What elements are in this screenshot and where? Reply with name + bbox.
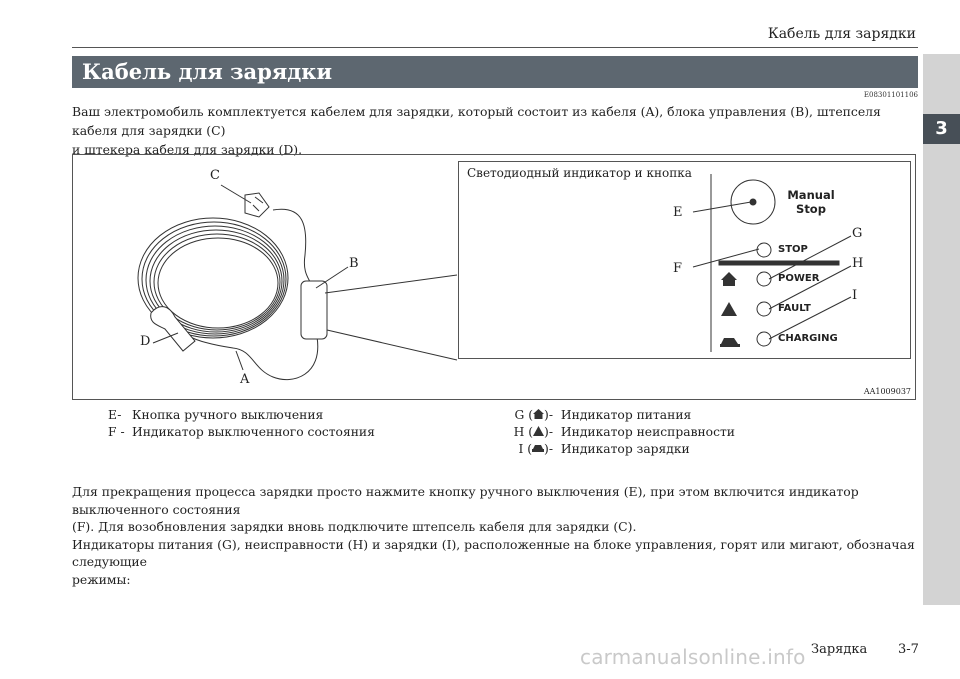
stop-led (756, 242, 772, 258)
warning-icon (721, 302, 737, 316)
intro-line: и штекера кабеля для зарядки (D). (72, 142, 303, 157)
control-box (300, 280, 328, 340)
legend-left: E-Кнопка ручного выключения F -Индикатор… (108, 407, 375, 441)
legend-item: G ()- Индикатор питания (514, 408, 692, 422)
cable-coil (157, 237, 279, 329)
page-number: 3-7 (898, 642, 919, 657)
callout-d: D (140, 334, 151, 349)
figure-code: AA1009037 (863, 387, 911, 396)
power-label: POWER (778, 273, 820, 284)
legend-item: H ()- Индикатор неисправности (513, 425, 735, 439)
callout-h: H (852, 256, 864, 271)
cable-coil (153, 233, 281, 331)
legend-item: E-Кнопка ручного выключения (108, 408, 324, 422)
panel-title: Светодиодный индикатор и кнопка (467, 166, 692, 180)
charging-cable-figure: C B D A Светодиодный индикатор и кнопка (72, 154, 916, 400)
fault-label: FAULT (778, 303, 811, 314)
cable-coil (149, 229, 283, 333)
indicator-panel: Светодиодный индикатор и кнопка (458, 161, 911, 359)
legend-right: G ()- Индикатор питания H ()- Индикатор … (497, 407, 735, 458)
chapter-tab: 3 (923, 54, 960, 605)
body-line: режимы: (72, 571, 131, 587)
plug-detail (252, 196, 264, 212)
callout-i: I (852, 288, 858, 303)
footer-section: Зарядка (811, 642, 868, 657)
panel-illustration (692, 174, 852, 352)
connector (150, 306, 196, 352)
separator-bar (718, 260, 840, 266)
section-banner: Кабель для зарядки (72, 56, 918, 88)
watermark: carmanualsonline.info (580, 645, 806, 669)
charging-led (756, 331, 772, 347)
legend-item: I ()- Индикатор зарядки (518, 442, 690, 456)
cable-to-connector (187, 334, 319, 381)
callout-e: E (673, 205, 683, 220)
body-line: Для прекращения процесса зарядки просто … (72, 484, 859, 517)
callout-g: G (852, 226, 863, 241)
callout-f: F (673, 261, 683, 276)
warning-icon (533, 426, 545, 436)
home-icon (533, 409, 545, 419)
charging-label: CHARGING (778, 333, 838, 344)
cable-coil (141, 221, 287, 337)
stop-label: STOP (778, 244, 808, 255)
body-paragraph: Для прекращения процесса зарядки просто … (72, 483, 918, 588)
intro-line: Ваш электромобиль комплектуется кабелем … (72, 104, 881, 138)
callout-c: C (210, 168, 220, 183)
cable-coil (137, 217, 289, 339)
section-code: E08301101106 (863, 91, 918, 99)
intro-paragraph: Ваш электромобиль комплектуется кабелем … (72, 102, 918, 159)
legend-item: F -Индикатор выключенного состояния (108, 425, 375, 439)
cable-coil (145, 225, 285, 335)
cable-to-box (272, 208, 312, 286)
callout-b: B (349, 256, 359, 271)
car-icon (532, 445, 545, 452)
body-line: (F). Для возобновления зарядки вновь под… (72, 519, 637, 534)
chapter-number: 3 (923, 114, 960, 144)
cable-illustration (137, 184, 458, 381)
body-line: Индикаторы питания (G), неисправности (H… (72, 536, 915, 570)
header-rule (72, 47, 918, 48)
car-icon (720, 338, 740, 347)
home-icon (721, 272, 737, 286)
plug (244, 192, 270, 218)
power-led (756, 271, 772, 287)
running-header: Кабель для зарядки (767, 26, 916, 42)
manual-stop-button (730, 179, 776, 225)
callout-a: A (240, 372, 250, 387)
section-title: Кабель для зарядки (82, 59, 333, 84)
fault-led (756, 301, 772, 317)
manual-stop-label: Manual Stop (787, 188, 835, 216)
